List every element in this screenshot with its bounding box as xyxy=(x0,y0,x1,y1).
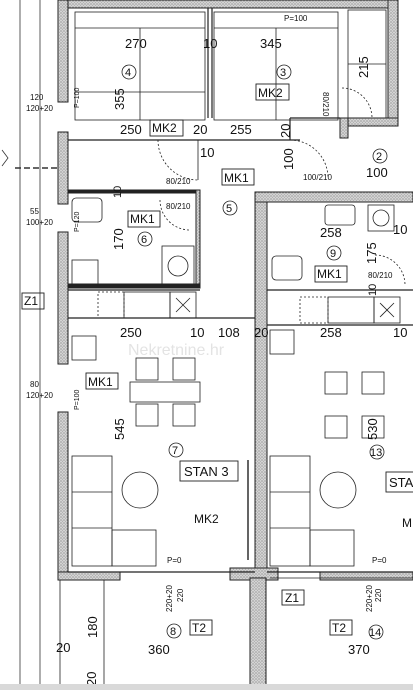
room-number-9: 9 xyxy=(330,248,336,260)
dim-215: 215 xyxy=(356,56,371,78)
door-80-210-c: 80/210 xyxy=(368,271,393,280)
dim-10f: 10 xyxy=(190,325,204,340)
label-mk1-hall: MK1 xyxy=(224,171,249,185)
dim-370: 370 xyxy=(348,642,370,657)
label-mk2-living: MK2 xyxy=(194,512,219,526)
label-mk1-bath-right: MK1 xyxy=(317,267,342,281)
label-stan-partial: STA xyxy=(389,475,413,490)
window-220-20b: 220+20 xyxy=(365,585,374,612)
room-number-5: 5 xyxy=(226,203,232,215)
dim-345: 345 xyxy=(260,36,282,51)
window-80: 80 xyxy=(30,380,39,389)
door-100-210: 100/210 xyxy=(303,173,332,182)
sofa-right xyxy=(269,455,357,567)
label-z1-left: Z1 xyxy=(24,294,38,308)
dim-10e: 10 xyxy=(367,284,379,296)
bathroom-fixtures xyxy=(71,197,395,287)
label-t2-b: T2 xyxy=(332,621,346,635)
dim-20d: 20 xyxy=(56,640,70,655)
door-80-210-b: 80/210 xyxy=(166,202,191,211)
window-220-20: 220+20 xyxy=(165,585,174,612)
room-number-2: 2 xyxy=(376,151,382,163)
dim-20e: 20 xyxy=(84,672,99,686)
dining-table-left xyxy=(129,357,201,427)
dim-258b: 258 xyxy=(320,325,342,340)
label-mk-partial: M xyxy=(402,516,412,530)
terrace xyxy=(59,577,413,690)
label-mk1-bath: MK1 xyxy=(130,212,155,226)
window-120-20b: 120+20 xyxy=(26,391,53,400)
dim-355: 355 xyxy=(112,88,127,110)
dim-10g: 10 xyxy=(393,325,407,340)
dim-10a: 10 xyxy=(203,36,217,51)
dim-170: 170 xyxy=(111,228,126,250)
dim-20b: 20 xyxy=(278,124,293,138)
label-p100-top: P=100 xyxy=(284,14,308,23)
label-t2-a: T2 xyxy=(192,621,206,635)
label-mk1-living: MK1 xyxy=(88,375,113,389)
room-number-7: 7 xyxy=(172,445,178,457)
room-number-14: 14 xyxy=(369,627,381,639)
dim-108: 108 xyxy=(218,325,240,340)
dim-255: 255 xyxy=(230,122,252,137)
label-p0-a: P=0 xyxy=(167,556,182,565)
dim-10c: 10 xyxy=(112,186,124,198)
room-number-6: 6 xyxy=(141,234,147,246)
margin-lines xyxy=(1,0,68,690)
room-number-8: 8 xyxy=(170,626,176,638)
window-120: 120 xyxy=(30,93,44,102)
dim-175: 175 xyxy=(364,242,379,264)
dim-258a: 258 xyxy=(320,225,342,240)
door-swings xyxy=(157,87,406,560)
label-p120: P=120 xyxy=(74,211,81,232)
room-circles xyxy=(121,64,388,640)
bed-room-3 xyxy=(213,11,339,121)
dim-250b: 250 xyxy=(120,325,142,340)
label-mk2-room3: MK2 xyxy=(258,86,283,100)
walls xyxy=(57,0,413,690)
label-p0-b: P=0 xyxy=(372,556,387,565)
dim-530: 530 xyxy=(365,418,380,440)
dim-10b: 10 xyxy=(200,145,214,160)
dim-180: 180 xyxy=(85,616,100,638)
dim-20a: 20 xyxy=(193,122,207,137)
window-220b: 220 xyxy=(374,588,383,602)
kitchen-units xyxy=(71,291,401,361)
dim-20c: 20 xyxy=(254,325,268,340)
dining-table-right xyxy=(324,371,385,439)
watermark: Nekretnine.hr xyxy=(128,342,225,359)
dim-10d: 10 xyxy=(393,222,407,237)
label-boxes xyxy=(21,83,413,636)
dim-100b: 100 xyxy=(366,165,388,180)
label-stan-3: STAN 3 xyxy=(184,464,229,479)
label-p100-left2: P=100 xyxy=(74,389,81,410)
dim-270: 270 xyxy=(125,36,147,51)
dim-545: 545 xyxy=(112,418,127,440)
label-p100-left: P=100 xyxy=(74,87,81,108)
room-number-3: 3 xyxy=(280,67,286,79)
dim-100: 100 xyxy=(281,148,296,170)
room-number-4: 4 xyxy=(125,67,131,79)
window-100-20: 100+20 xyxy=(26,218,53,227)
sofa-left xyxy=(71,455,159,567)
window-220: 220 xyxy=(176,588,185,602)
window-120-20: 120+20 xyxy=(26,104,53,113)
room-number-13: 13 xyxy=(370,447,382,459)
label-z1-bottom: Z1 xyxy=(285,591,299,605)
partitions xyxy=(68,8,413,573)
dim-250a: 250 xyxy=(120,122,142,137)
dim-360: 360 xyxy=(148,642,170,657)
window-55: 55 xyxy=(30,207,39,216)
label-mk2-room4: MK2 xyxy=(152,121,177,135)
wardrobe xyxy=(347,9,387,119)
door-80-210-a: 80/210 xyxy=(166,177,191,186)
bed-room-4 xyxy=(74,11,206,121)
door-80-210-room3: 80/210 xyxy=(321,92,330,117)
